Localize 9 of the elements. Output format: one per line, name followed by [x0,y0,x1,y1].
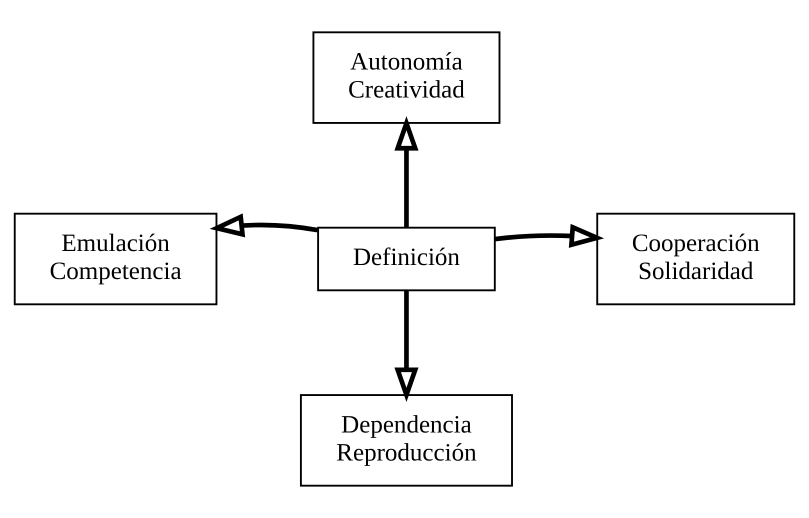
node-box: Dependencia Reproducción [300,394,513,487]
arrow [394,290,419,402]
node-box: Autonomía Creatividad [312,31,500,124]
node-box: Definición [317,226,496,292]
node-box: Emulación Competencia [14,212,218,306]
arrow [394,116,419,228]
arrow [494,224,604,248]
node-box: Cooperación Solidaridad [596,212,796,306]
arrow [210,213,318,238]
